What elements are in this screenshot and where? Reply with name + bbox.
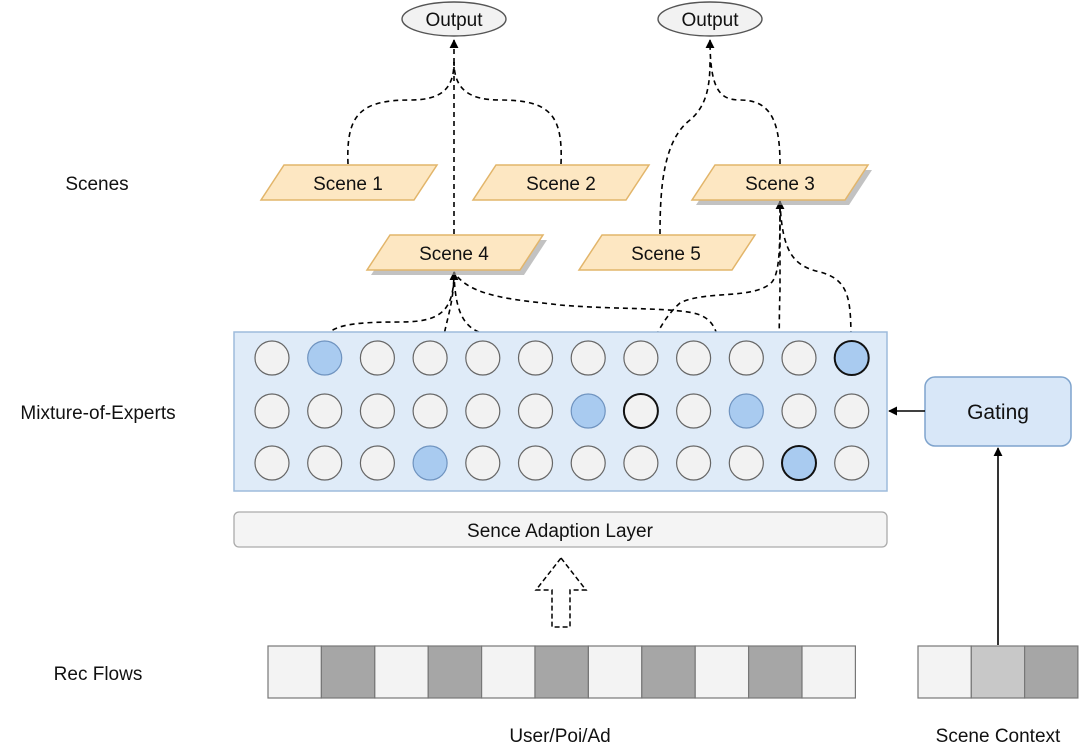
expert-node xyxy=(254,340,290,376)
rec-flow-cell xyxy=(267,645,323,699)
moe-row-label: Mixture-of-Experts xyxy=(20,403,175,424)
expert-node xyxy=(675,340,712,376)
expert-node xyxy=(570,340,606,376)
scene-3-label: Scene 3 xyxy=(745,174,815,195)
expert-node xyxy=(465,445,501,481)
expert-node xyxy=(412,393,448,429)
expert-node xyxy=(781,445,817,481)
rec-flow-cell xyxy=(694,645,750,699)
expert-node xyxy=(781,393,817,429)
expert-node xyxy=(623,340,659,376)
expert-node xyxy=(254,393,290,429)
scene-2: Scene 2 xyxy=(471,164,651,201)
expert-node xyxy=(675,393,712,429)
rec-flows-row-label: Rec Flows xyxy=(54,664,143,685)
adaption-layer-label: Sence Adaption Layer xyxy=(467,521,654,542)
expert-node xyxy=(307,393,343,429)
expert-node xyxy=(728,340,764,376)
expert-node xyxy=(834,445,870,481)
expert-node xyxy=(728,445,764,481)
moe-panel xyxy=(233,331,888,492)
rec-flow-cell xyxy=(320,645,376,699)
scenes-row-label: Scenes xyxy=(65,174,128,195)
expert-grid xyxy=(254,340,870,481)
expert-node xyxy=(728,393,764,429)
output-label-left: Output xyxy=(425,10,483,31)
scene-5-label: Scene 5 xyxy=(631,244,701,265)
rec-flow-cell xyxy=(481,645,536,699)
expert-node xyxy=(307,340,343,376)
expert-node xyxy=(307,445,343,481)
rec-flow-cell xyxy=(801,645,857,699)
rec-flow-cell xyxy=(374,645,429,699)
expert-node xyxy=(254,445,290,481)
expert-node xyxy=(623,445,659,481)
scene-context-cell xyxy=(970,645,1026,699)
scene-4-label: Scene 4 xyxy=(419,244,489,265)
rec-flow-cell xyxy=(534,645,590,699)
expert-node xyxy=(517,340,554,376)
scene-context-cells xyxy=(917,645,1079,699)
user-poi-ad-label: User/Poi/Ad xyxy=(509,726,610,747)
rec-flow-cell xyxy=(641,645,696,699)
rec-flow-cell xyxy=(587,645,643,699)
output-node-right: Output xyxy=(657,1,763,37)
expert-node xyxy=(412,445,448,481)
scene-4: Scene 4 xyxy=(365,234,547,275)
scene-context-cell xyxy=(917,645,972,699)
expert-node xyxy=(517,445,554,481)
scene-context-cell xyxy=(1023,645,1079,699)
expert-node xyxy=(834,393,870,429)
expert-node xyxy=(675,445,712,481)
rec-flow-cell xyxy=(427,645,483,699)
gating-box: Gating xyxy=(924,376,1072,447)
scene-5: Scene 5 xyxy=(577,234,757,271)
output-label-right: Output xyxy=(681,10,739,31)
expert-node xyxy=(833,340,870,376)
rec-flow-cells xyxy=(267,645,857,699)
scene-1-label: Scene 1 xyxy=(313,174,383,195)
expert-node xyxy=(359,340,395,376)
hollow-up-arrow-icon xyxy=(534,556,588,628)
scene-2-label: Scene 2 xyxy=(526,174,596,195)
adaption-layer: Sence Adaption Layer xyxy=(233,511,888,548)
expert-node xyxy=(359,393,395,429)
expert-node xyxy=(359,445,395,481)
gating-label: Gating xyxy=(967,401,1029,424)
output-node-left: Output xyxy=(401,1,507,37)
expert-node xyxy=(517,393,554,429)
expert-node xyxy=(570,445,606,481)
expert-node xyxy=(412,340,448,376)
scene-3: Scene 3 xyxy=(690,164,872,205)
expert-node xyxy=(570,393,606,429)
expert-node xyxy=(622,393,659,429)
rec-flow-cell xyxy=(747,645,803,699)
expert-node xyxy=(781,340,817,376)
scene-context-label: Scene Context xyxy=(936,726,1061,747)
expert-node xyxy=(465,340,501,376)
scene-1: Scene 1 xyxy=(259,164,439,201)
expert-node xyxy=(465,393,501,429)
